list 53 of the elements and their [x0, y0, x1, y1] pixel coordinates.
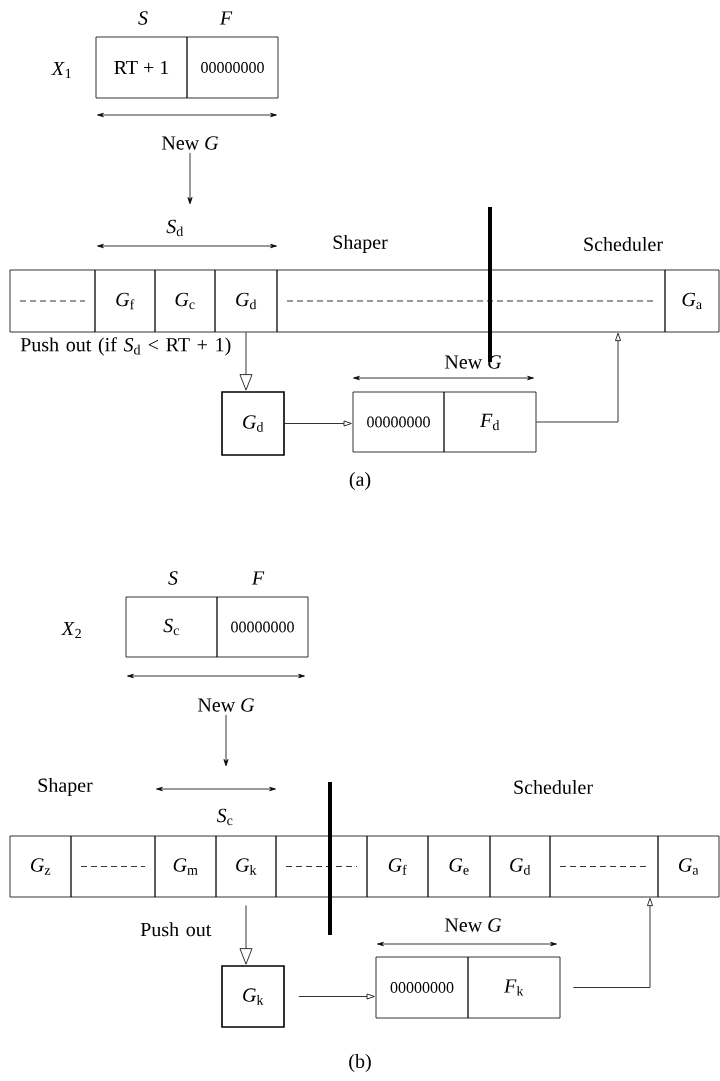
dimension-label: New G [445, 918, 502, 932]
record-label: X$_{1}$ [51, 61, 71, 79]
dimension-label: S$_{c}$ [216, 808, 233, 826]
queue-cell: G$_{c}$ [154, 269, 216, 333]
arrow [187, 152, 193, 205]
queue-cell: G$_{f}$ [366, 835, 429, 898]
queue-cell [549, 835, 659, 898]
arrow [239, 332, 253, 391]
queue-cell: G$_{a}$ [657, 835, 720, 898]
queue-cell [275, 835, 368, 898]
queue-cell [276, 269, 666, 333]
queue-cell: G$_{m}$ [154, 835, 217, 898]
section-label: Scheduler [514, 779, 593, 795]
section-label: Shaper [38, 777, 93, 797]
queue-cell: G$_{k}$ [215, 835, 277, 898]
dimension-label: S$_{d}$ [166, 219, 184, 237]
text-label: New G [162, 136, 219, 150]
record-field: 00000000 [375, 956, 469, 1019]
arrow [223, 714, 229, 767]
panel-caption: (a) [349, 471, 371, 491]
edge-label: Push out [140, 922, 212, 937]
column-heading: F [251, 571, 265, 585]
text-label: New G [198, 698, 255, 712]
queue-cell [9, 269, 96, 333]
queue-cell: G$_{z}$ [9, 835, 72, 898]
arrow [298, 993, 375, 1000]
record-field: 00000000 [186, 36, 279, 99]
queue-cell: G$_{d}$ [214, 269, 278, 333]
queue-cell: G$_{a}$ [664, 269, 720, 333]
record-label: X$_{2}$ [61, 621, 81, 639]
arrow [284, 420, 352, 427]
record-field: F$_{d}$ [443, 391, 537, 453]
record-field: 00000000 [216, 596, 309, 658]
panel-caption: (b) [349, 1053, 371, 1073]
packet-box: G$_{d}$ [221, 391, 285, 456]
edge-label: Push out (if S$_{d}$ < RT + 1) [20, 337, 231, 356]
arrow [573, 897, 653, 988]
column-heading: F [219, 11, 233, 25]
packet-box: G$_{k}$ [221, 965, 285, 1028]
queue-cell: G$_{f}$ [94, 269, 156, 333]
arrow [239, 905, 253, 965]
queue-cell: G$_{d}$ [489, 835, 551, 898]
section-label: Shaper [333, 234, 388, 254]
column-heading: S [138, 11, 148, 25]
record-field: 00000000 [352, 391, 445, 453]
column-heading: S [168, 571, 178, 585]
queue-cell: G$_{e}$ [427, 835, 491, 898]
arrow [536, 332, 621, 423]
record-field: F$_{k}$ [467, 956, 561, 1019]
record-field: RT + 1 [95, 36, 188, 99]
queue-cell [70, 835, 156, 898]
record-field: S$_{c}$ [125, 596, 218, 658]
section-label: Scheduler [584, 236, 663, 252]
